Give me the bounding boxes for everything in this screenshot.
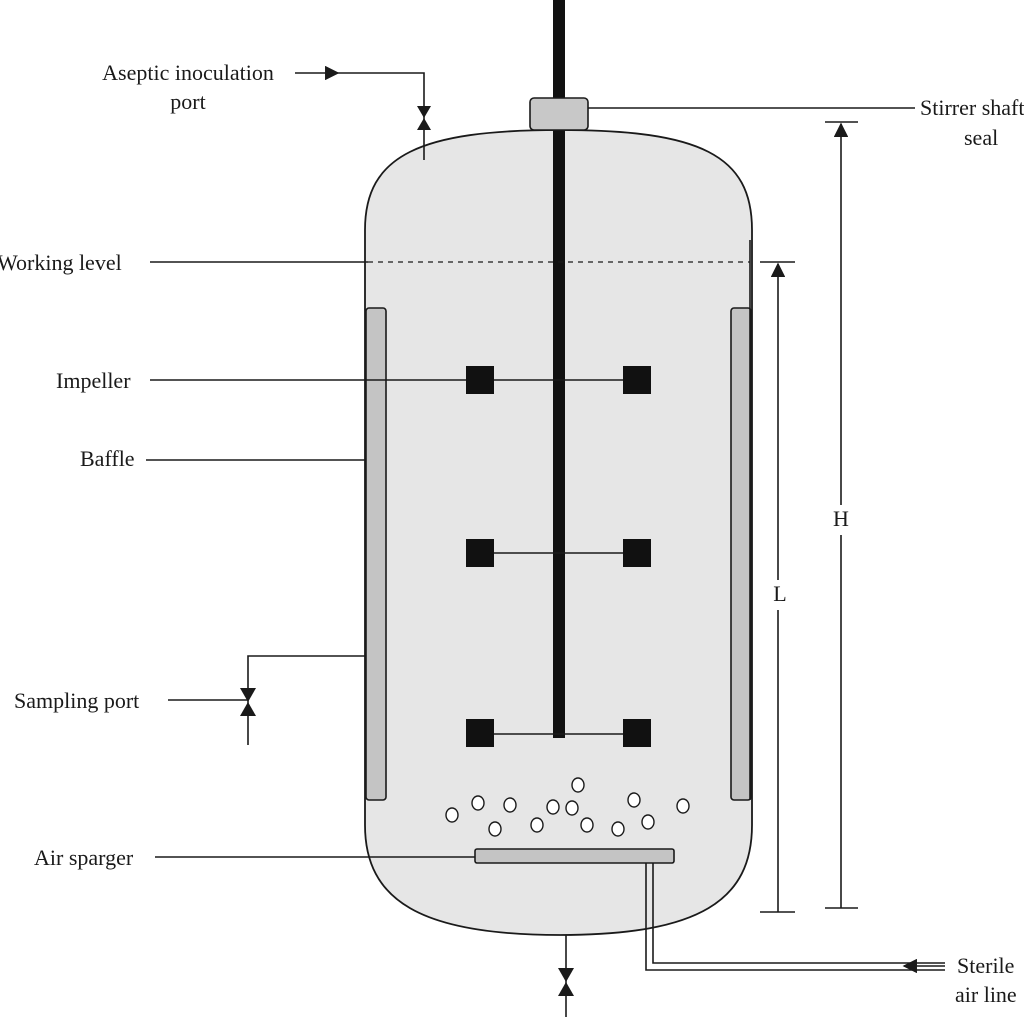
dim-l-label: L (773, 581, 786, 606)
impeller-top (466, 366, 651, 394)
working-level-label: Working level (0, 250, 122, 275)
baffle-label: Baffle (80, 446, 135, 471)
air-sparger (474, 848, 675, 864)
stirrer-label-line1: Stirrer shaft (920, 95, 1024, 120)
stirrer-shaft-top (553, 0, 565, 100)
sampling-port-label: Sampling port (14, 688, 139, 713)
sterile-air-line (645, 863, 945, 974)
stirrer-shaft (553, 128, 565, 738)
stirrer-shaft-seal (529, 97, 589, 131)
aseptic-label-line2: port (170, 89, 205, 114)
baffle-left (365, 307, 387, 801)
stirrer-label-line2: seal (964, 125, 998, 150)
dim-h-label: H (833, 506, 849, 531)
aseptic-inoculation-port (295, 65, 431, 160)
impeller-middle (466, 539, 651, 567)
sterile-label-line2: air line (955, 982, 1017, 1007)
impeller-label: Impeller (56, 368, 131, 393)
air-bubbles (445, 777, 690, 837)
dimension-l (760, 261, 795, 913)
impeller-bottom (466, 719, 651, 747)
bottom-drain-valve (558, 935, 574, 1017)
dimension-h (825, 121, 858, 909)
aseptic-label-line1: Aseptic inoculation (102, 60, 274, 85)
air-sparger-label: Air sparger (34, 845, 134, 870)
baffle-right (730, 307, 752, 801)
sampling-port (168, 655, 365, 745)
sterile-label-line1: Sterile (957, 953, 1014, 978)
